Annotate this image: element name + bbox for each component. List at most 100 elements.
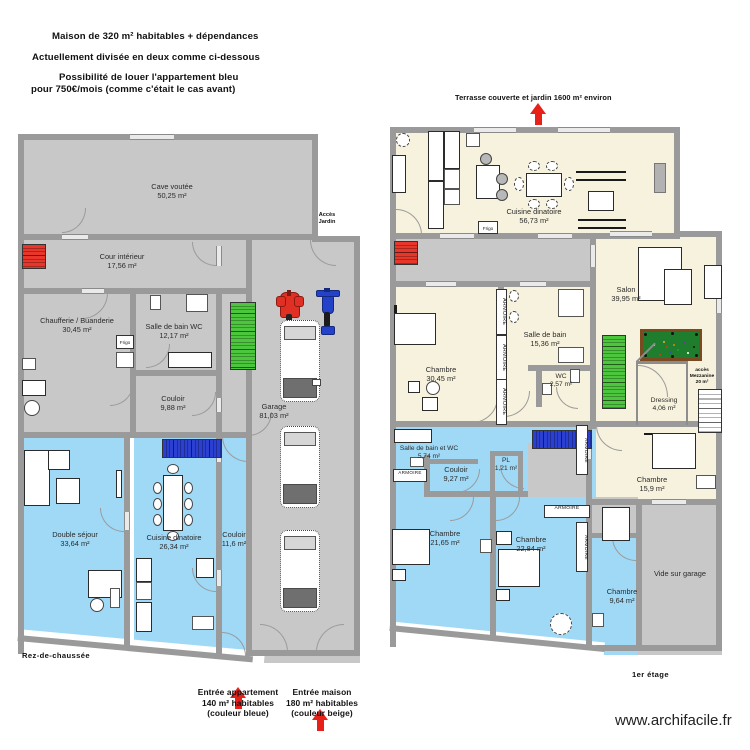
room-name: Double séjour [52, 530, 98, 539]
door-chambre-22-1f [496, 497, 520, 521]
cave-wall-right [312, 134, 318, 240]
kitchen-column-1 [136, 558, 152, 582]
tv-unit-sejour [116, 470, 122, 498]
garage-wall-top [312, 236, 360, 242]
stove-sejour [110, 588, 120, 608]
acces-jardin-line1: Accès [318, 212, 336, 218]
window-cuisine-bottom-1 [440, 233, 474, 239]
acces-jardin-label: Accès Jardin [305, 212, 349, 225]
vide-sur-garage-label: Vide sur garage [653, 569, 707, 578]
door-chambre-21-1f [450, 497, 474, 521]
door-pl-1f [500, 465, 524, 489]
room-area: 12,17 m² [159, 331, 189, 341]
window-cuisine-bottom-2 [538, 233, 572, 239]
vide-sur-garage-fill [638, 503, 722, 655]
armoire-label-6: ARMOIRE [576, 522, 588, 572]
wall-sdbwc-couloir-1f [424, 455, 430, 495]
window-cave-top [130, 134, 174, 140]
door-cave [62, 208, 86, 233]
door-wc-1f [556, 387, 578, 409]
cabinet-column-1 [428, 131, 444, 181]
armoire-label-1: ARMOIRE [496, 289, 507, 335]
room-label-couloir-gf: Couloir 9,88 m² [138, 394, 208, 412]
stool-2 [496, 173, 508, 185]
room-area: 1,21 m² [494, 465, 518, 473]
stool-1 [480, 153, 492, 165]
nightstand-2284-b [496, 589, 510, 601]
staircase-blue-cuisine[interactable] [162, 439, 222, 458]
staircase-red-1f[interactable] [394, 241, 418, 265]
door-couloir-bottom [222, 632, 246, 656]
door-garage-left-mid [248, 412, 272, 436]
room-label-wc-1f: WC 2,57 m² [536, 373, 586, 389]
header-line-3b: pour 750€/mois (comme c'était le cas ava… [31, 84, 236, 95]
corridor-grey-1f-fill [390, 237, 596, 285]
watermark: www.archifacile.fr [615, 712, 732, 729]
ground-floor-caption: Rez-de-chaussée [22, 651, 91, 660]
salon-wall-top-1f [674, 231, 722, 237]
wall-dressing-1f [636, 361, 638, 425]
kitchen-unit-bottom [192, 616, 214, 630]
room-name: Chaufferie / Buanderie [40, 316, 114, 325]
window-corridor-grey-1f [590, 245, 596, 267]
first-floor-plan: Frigo ARMOIRE ARMOIRE ARMOIRE [370, 125, 725, 703]
door-garage-top [310, 240, 336, 266]
wall-cave-cour [18, 234, 318, 240]
wall-cuisine-corridor-1f [390, 233, 680, 239]
sofa-line-top-2 [576, 179, 626, 181]
window-cuisine-top-1 [474, 127, 516, 133]
nightstand-2284-a [496, 531, 512, 545]
chair-gf-2 [153, 498, 162, 510]
entree-maison-arrow [312, 709, 328, 731]
room-area: 9,88 m² [160, 403, 186, 413]
staircase-red-ground[interactable] [22, 244, 46, 269]
wall-sdb-wc-1f [528, 365, 596, 371]
outer-wall-right-1f [716, 231, 722, 651]
door-chambre-right-1f [596, 425, 622, 451]
wall-vide-left-1f [636, 499, 642, 651]
wall-dressing-top-1f [636, 361, 688, 364]
bathtub-ground [168, 352, 212, 368]
cabinet-chambre-3045 [422, 397, 438, 411]
room-label-pl: PL 1,21 m² [484, 457, 528, 473]
room-name: Cuisine dinatoire [146, 533, 202, 542]
room-name: WC [555, 373, 567, 380]
bed-chambre-2284 [498, 549, 540, 587]
window-cuisine-top-2 [558, 127, 610, 133]
wall-sdb-bottom-1f [498, 421, 596, 427]
room-name: Salon [616, 285, 636, 294]
room-name: Couloir [161, 394, 185, 403]
door-couloir-1f [456, 469, 480, 493]
wall-corridor-chambre-1f [390, 281, 596, 287]
staircase-green-1f[interactable] [602, 335, 626, 409]
car-1 [280, 320, 321, 402]
room-label-cave-voutee: Cave voutée 50,25 m² [122, 182, 222, 200]
sofa-main [24, 450, 50, 506]
entree-appartement-arrow [230, 687, 246, 709]
plant-chambre [550, 613, 572, 635]
door-garage-entry [222, 436, 248, 462]
entree-appartement-label: Entrée appartement 140 m² habitables (co… [163, 687, 313, 719]
room-name: Chambre [606, 587, 638, 596]
entree-appartement-line3: (couleur bleue) [207, 708, 269, 718]
door-sdb-1f [504, 391, 530, 417]
motorcycle-blue [316, 288, 340, 335]
room-area: 30,45 m² [426, 374, 456, 384]
room-area: 26,34 m² [159, 542, 189, 552]
door-dressing-1f [638, 365, 668, 397]
header-line-1: Maison de 320 m² habitables + dépendance… [52, 31, 259, 42]
counter-left-1f [392, 155, 406, 193]
room-label-couloir-gf-2: Couloir 11,6 m² [208, 530, 260, 548]
staircase-mezzanine[interactable] [698, 389, 722, 433]
door-sdb [146, 344, 170, 368]
fireplace-1f [654, 163, 666, 193]
room-name: Chambre [429, 529, 461, 538]
room-area: 9,64 m² [609, 596, 635, 606]
staircase-green-garage[interactable] [230, 302, 256, 370]
room-area: 15,9 m² [639, 484, 665, 494]
armoire-label-7: ARMOIRE [576, 425, 588, 475]
chair-gf-4 [184, 482, 193, 494]
kitchen-oven [136, 582, 152, 600]
room-name: Chambre [425, 365, 457, 374]
room-label-garage: Garage 81,03 m² [244, 402, 304, 420]
